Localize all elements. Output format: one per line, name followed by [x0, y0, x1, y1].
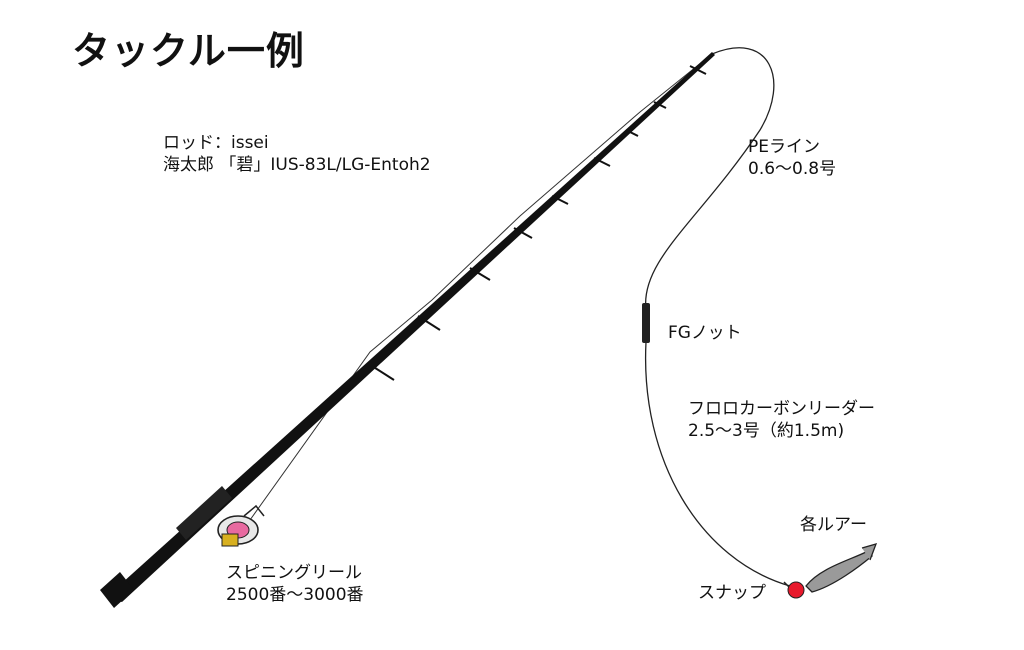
rod-guide — [689, 65, 707, 75]
guide-line — [249, 53, 713, 521]
rod-guide — [593, 157, 611, 167]
diagram-title: タックル一例 — [72, 29, 305, 73]
pe-line-size: 0.6〜0.8号 — [748, 159, 837, 179]
rod-label: ロッド：issei 海太郎 「碧」IUS-83L/LG-Entoh2 — [163, 132, 431, 176]
reel-name: スピニングリール — [226, 563, 362, 583]
lure — [805, 543, 878, 593]
rod-model-name: ロッド：issei — [163, 133, 269, 153]
pe-line-name: PEライン — [748, 137, 820, 157]
rod-guide — [653, 101, 667, 109]
leader-size: 2.5〜3号（約1.5m) — [688, 421, 845, 441]
rod-guide — [625, 129, 639, 137]
leader-line — [644, 341, 791, 587]
leader-name: フロロカーボンリーダー — [688, 399, 875, 419]
fg-knot-mark — [642, 303, 650, 343]
rod-guide — [417, 315, 441, 331]
pe-line — [644, 47, 775, 311]
rod-blank — [108, 52, 715, 602]
snap-label: スナップ — [698, 583, 766, 603]
rod-model-detail: 海太郎 「碧」IUS-83L/LG-Entoh2 — [163, 155, 431, 175]
pe-line-label: PEライン 0.6〜0.8号 — [748, 136, 836, 180]
rod-grip — [100, 572, 134, 608]
snap-bead — [787, 581, 805, 599]
rod-guide — [513, 227, 533, 239]
lure-label: 各ルアー — [800, 515, 867, 535]
spinning-reel — [217, 504, 265, 547]
leader-label: フロロカーボンリーダー 2.5〜3号（約1.5m) — [688, 398, 875, 442]
rod-foregrip — [176, 486, 232, 540]
reel-size: 2500番〜3000番 — [226, 585, 364, 605]
rod-guide — [551, 195, 569, 205]
reel-label: スピニングリール 2500番〜3000番 — [226, 562, 364, 606]
rod-guide — [469, 267, 491, 281]
rod-guide — [371, 365, 395, 381]
fg-knot-label: FGノット — [668, 323, 742, 343]
